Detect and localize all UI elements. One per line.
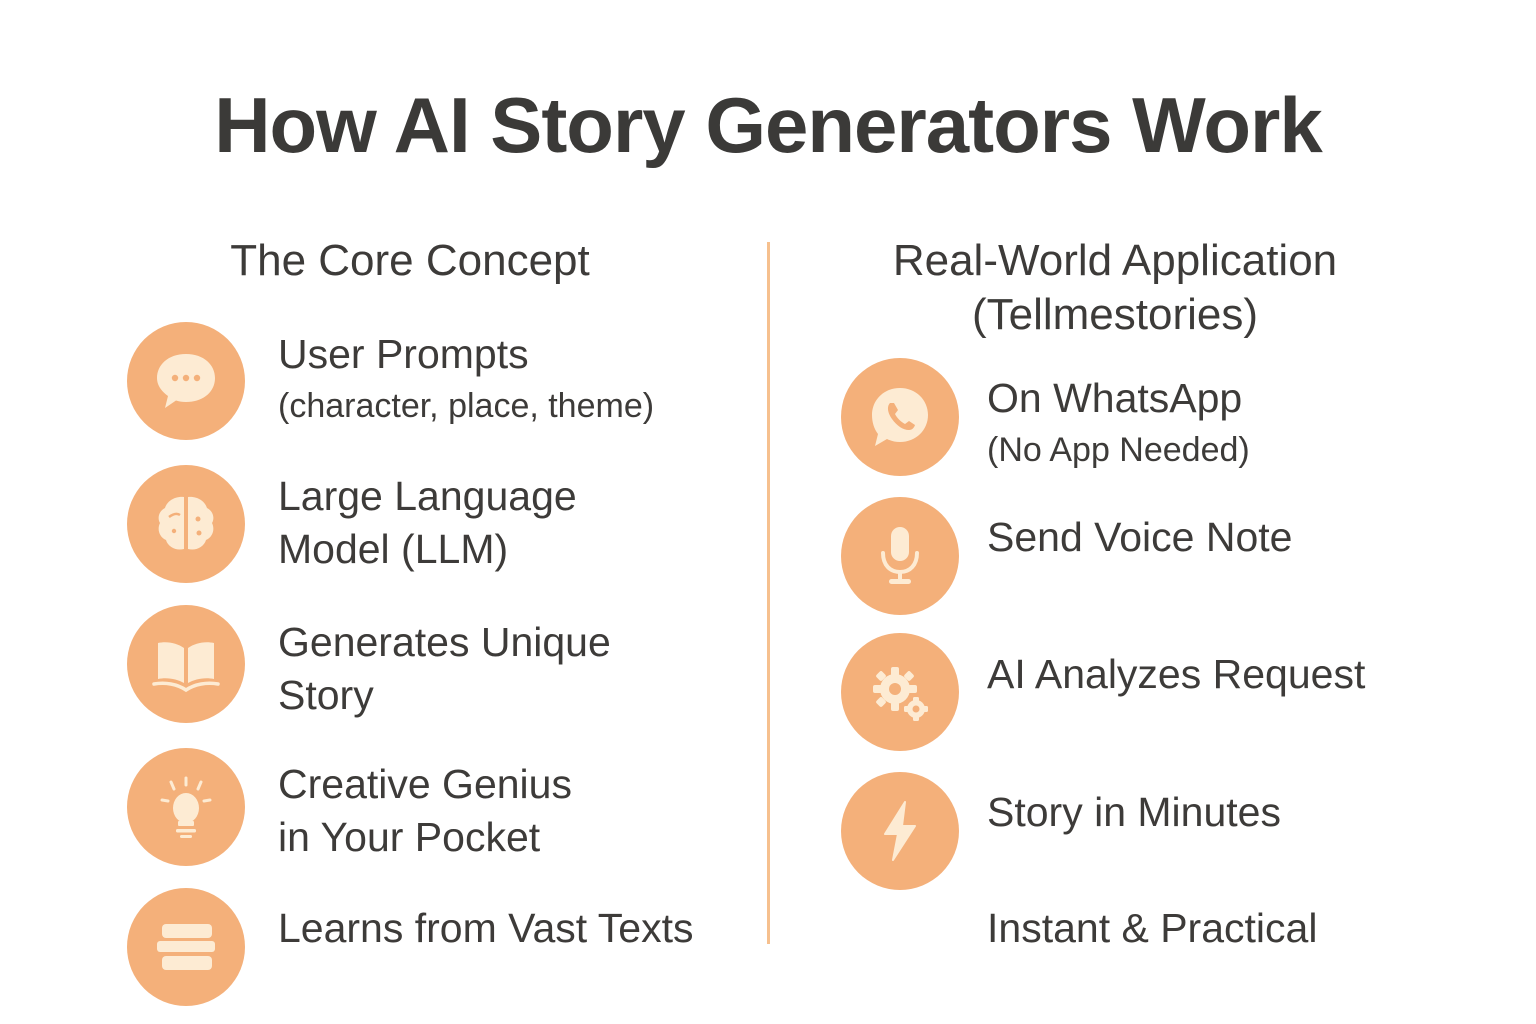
lightbulb-icon — [127, 748, 245, 866]
item-title: Learns from Vast Texts — [278, 905, 694, 951]
real-world-heading: Real-World Application (Tellmestories) — [810, 234, 1420, 342]
item-subtitle: (No App Needed) — [987, 431, 1250, 469]
item-subtitle: (character, place, theme) — [278, 387, 655, 425]
item-title: Creative Genius — [278, 761, 572, 807]
item-title: Generates Unique — [278, 619, 611, 665]
item-subtitle: Story — [278, 672, 374, 718]
stacked-texts-icon — [127, 888, 245, 1006]
item-subtitle: in Your Pocket — [278, 814, 541, 860]
microphone-icon — [841, 497, 959, 615]
core-concept-heading: The Core Concept — [230, 236, 590, 285]
column-divider — [767, 242, 770, 944]
gears-icon — [841, 633, 959, 751]
item-title: AI Analyzes Request — [987, 651, 1366, 697]
whatsapp-icon — [841, 358, 959, 476]
open-book-icon — [127, 605, 245, 723]
item-title: Instant & Practical — [987, 905, 1318, 951]
item-title: Large Language — [278, 473, 577, 519]
item-title: On WhatsApp — [987, 375, 1243, 421]
real-world-heading-line2: (Tellmestories) — [971, 290, 1259, 339]
page-title: How AI Story Generators Work — [214, 81, 1323, 169]
brain-icon — [127, 465, 245, 583]
item-subtitle: Model (LLM) — [278, 526, 509, 572]
real-world-heading-line1: Real-World Application — [892, 236, 1338, 285]
item-title: User Prompts — [278, 331, 529, 377]
item-title: Story in Minutes — [987, 789, 1281, 835]
item-title: Send Voice Note — [987, 514, 1293, 560]
lightning-bolt-icon — [841, 772, 959, 890]
chat-bubble-icon — [127, 322, 245, 440]
